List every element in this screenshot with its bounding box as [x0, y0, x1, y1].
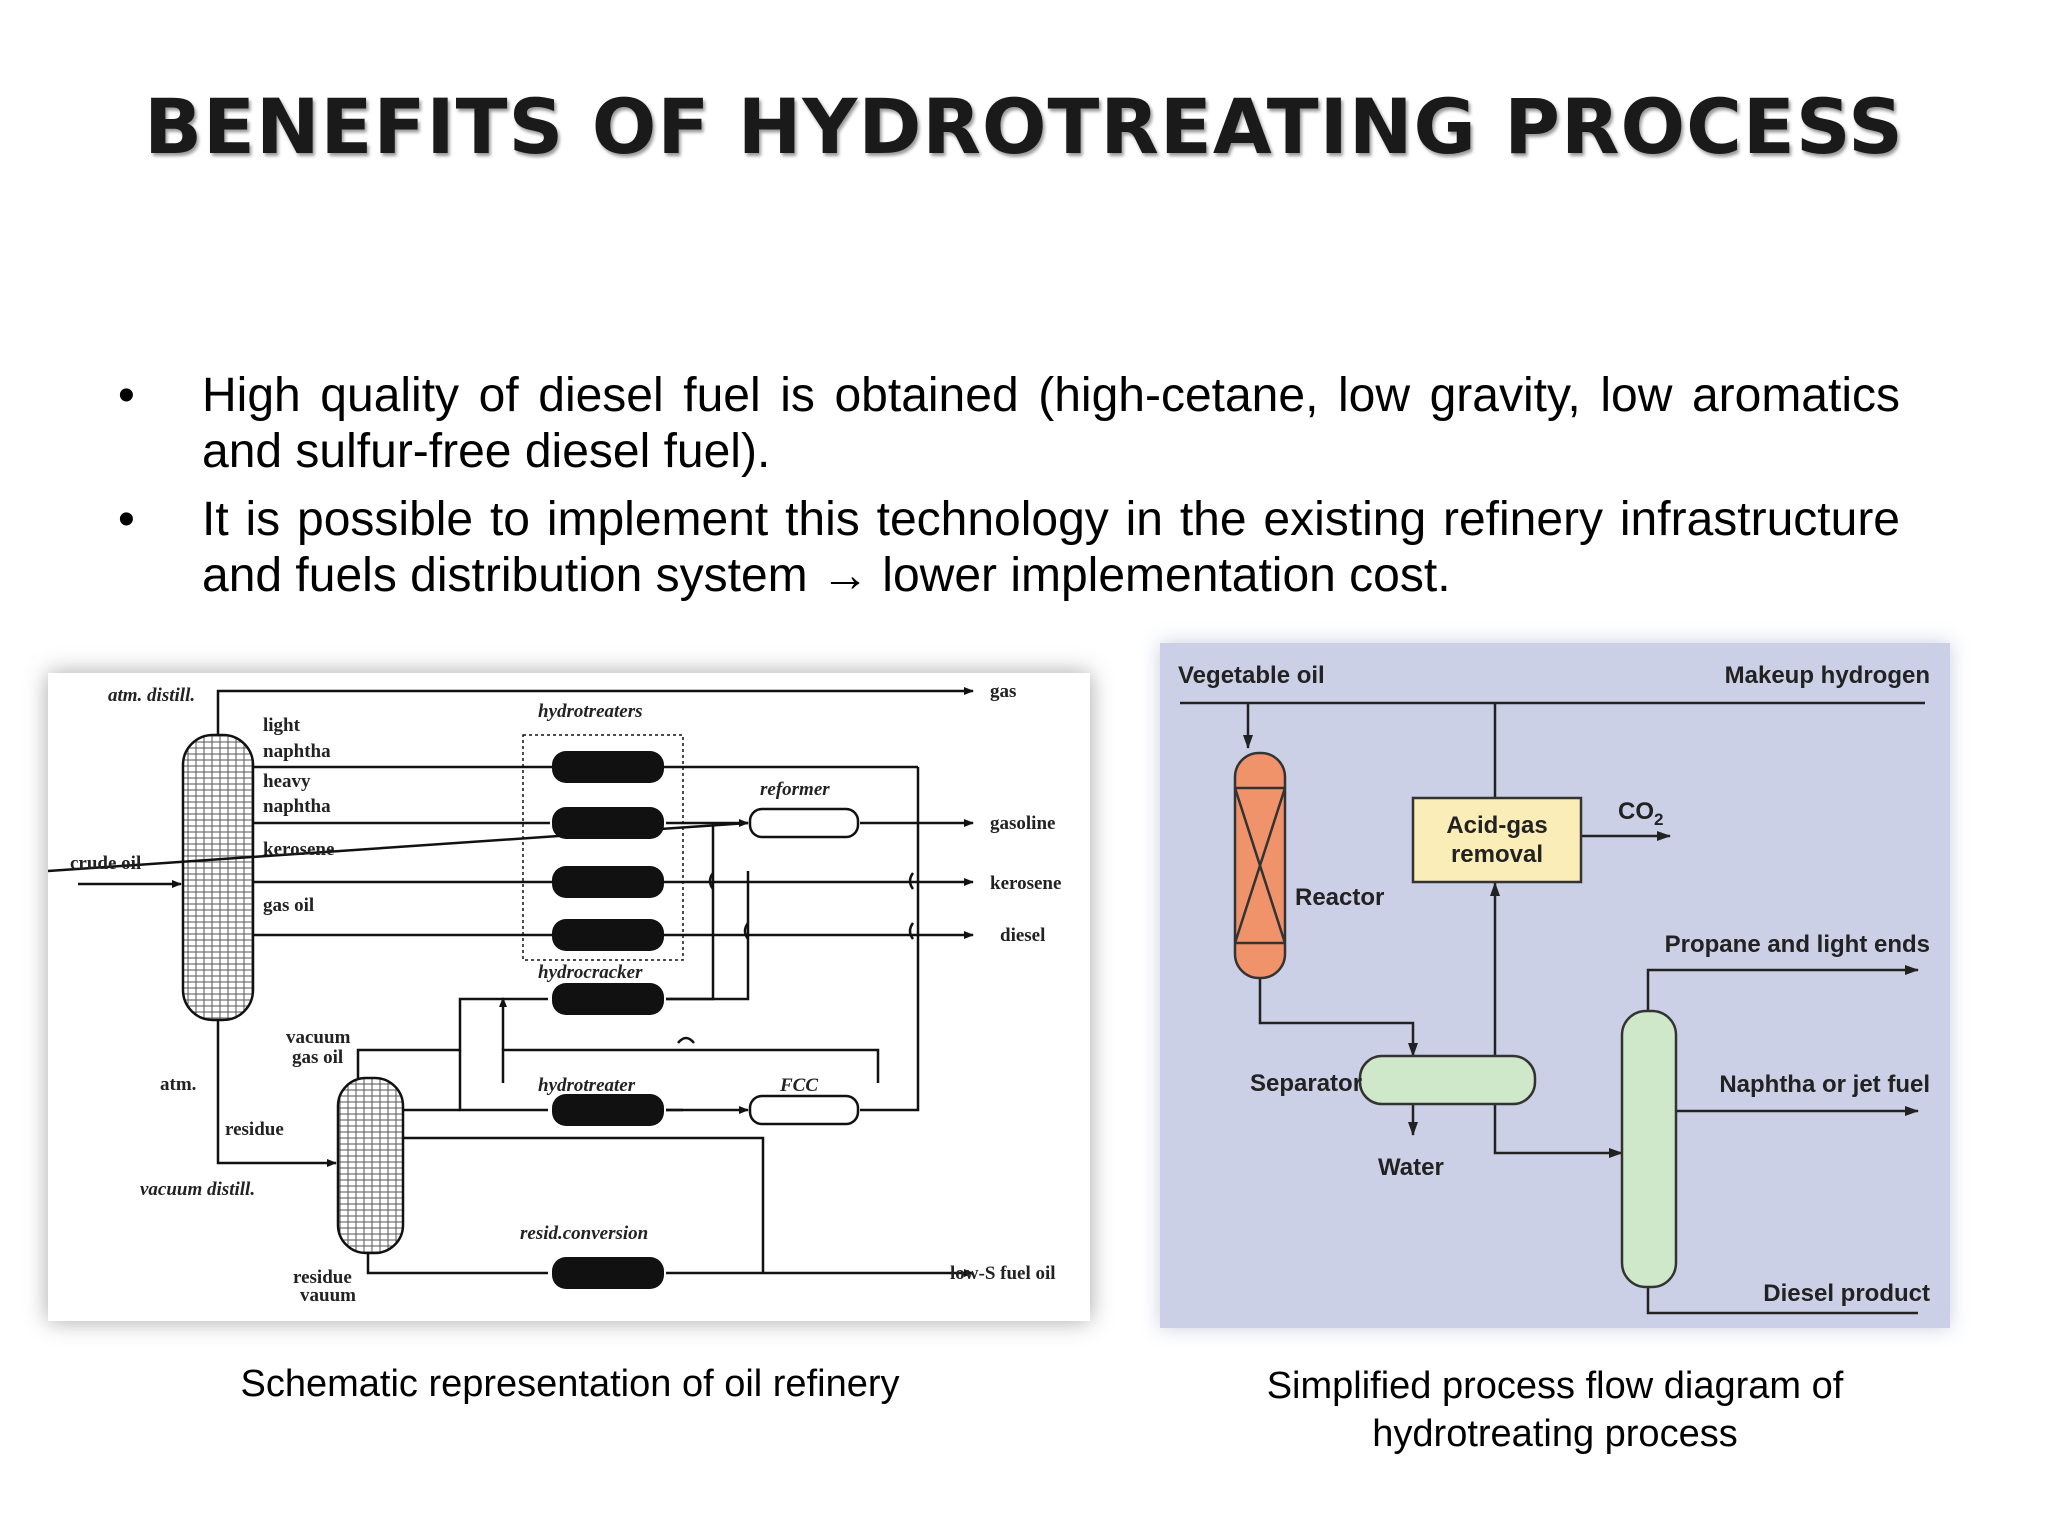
separator-vessel: [1358, 1054, 1537, 1106]
bullet-dot: •: [118, 369, 135, 422]
label-heavy: heavy: [263, 771, 311, 792]
label-diesel-product: Diesel product: [1763, 1280, 1930, 1307]
bullet-list: • High quality of diesel fuel is obtained…: [118, 368, 1900, 616]
label-diesel: diesel: [1000, 925, 1045, 946]
resid-conversion-reactor: [552, 1257, 664, 1289]
label-naphtha-1: naphtha: [263, 741, 331, 762]
label-atm-distill: atm. distill.: [108, 685, 195, 706]
label-crude-oil: crude oil: [70, 853, 141, 874]
label-fcc: FCC: [779, 1075, 818, 1096]
label-low-s-fuel-oil: low-S fuel oil: [950, 1263, 1056, 1284]
label-reformer: reformer: [760, 779, 830, 800]
label-residue-vacuum-1: residue: [293, 1267, 352, 1288]
refinery-schematic-panel: atm. distill. crude oil light naphtha he…: [47, 673, 1090, 1321]
label-vacuum-gas-oil: gas oil: [292, 1047, 343, 1068]
hydrotreater-reactor-3: [552, 866, 664, 898]
label-residue-vacuum-2: vauum: [300, 1285, 356, 1306]
label-gas: gas: [990, 681, 1016, 702]
label-hydrotreaters: hydrotreaters: [538, 701, 643, 722]
bullet-text: High quality of diesel fuel is obtained …: [202, 369, 1900, 478]
label-acid-gas-1: Acid-gas: [1446, 812, 1547, 839]
refinery-schematic: atm. distill. crude oil light naphtha he…: [47, 681, 1061, 1306]
label-hydrocracker: hydrocracker: [538, 962, 643, 983]
bullet-item: • High quality of diesel fuel is obtained…: [118, 368, 1900, 480]
hydrotreater-reactor-4: [552, 919, 664, 951]
process-flow-panel: Vegetable oil Makeup hydrogen Acid-gas r…: [1160, 643, 1950, 1328]
label-vegetable-oil: Vegetable oil: [1178, 662, 1325, 689]
label-makeup-hydrogen: Makeup hydrogen: [1725, 662, 1930, 689]
fcc-unit: [748, 1094, 860, 1126]
label-separator: Separator: [1250, 1070, 1362, 1097]
process-flow-diagram: Vegetable oil Makeup hydrogen Acid-gas r…: [1178, 662, 1930, 1315]
process-flow-caption: Simplified process flow diagram of hydro…: [1160, 1362, 1950, 1458]
atmospheric-column: [181, 733, 255, 1022]
label-vacuum-distill: vacuum distill.: [140, 1179, 255, 1200]
label-atm: atm.: [160, 1074, 196, 1095]
label-hydrotreater: hydrotreater: [538, 1075, 636, 1096]
label-resid-conversion: resid.conversion: [520, 1223, 648, 1244]
label-kerosene-in: kerosene: [263, 839, 334, 860]
bullet-text: It is possible to implement this technol…: [202, 493, 1900, 602]
label-kerosene-out: kerosene: [990, 873, 1061, 894]
label-vacuum: vacuum: [286, 1027, 351, 1048]
acid-gas-removal-box: [1411, 796, 1583, 884]
process-flow-caption-line-1: Simplified process flow diagram of: [1266, 1365, 1844, 1407]
vacuum-column: [336, 1076, 405, 1255]
reformer-unit: [748, 807, 860, 839]
hydrocracker-reactor: [552, 983, 664, 1015]
label-co2: CO2: [1618, 798, 1663, 829]
slide-title: BENEFITS OF HYDROTREATING PROCESS: [144, 82, 1904, 171]
refinery-caption: Schematic representation of oil refinery: [240, 1363, 900, 1405]
distillation-column: [1620, 1009, 1678, 1289]
label-acid-gas-2: removal: [1451, 841, 1543, 868]
label-residue: residue: [225, 1119, 284, 1140]
bullet-item: • It is possible to implement this techno…: [118, 492, 1900, 604]
label-naphtha-2: naphtha: [263, 796, 331, 817]
label-reactor: Reactor: [1295, 884, 1384, 911]
label-light: light: [263, 715, 301, 736]
hydrotreater-reactor-5: [552, 1094, 664, 1126]
label-naphtha-jet-fuel: Naphtha or jet fuel: [1719, 1071, 1930, 1098]
label-water: Water: [1378, 1154, 1444, 1181]
label-propane-light-ends: Propane and light ends: [1665, 931, 1930, 958]
process-flow-caption-line-2: hydrotreating process: [1372, 1413, 1738, 1455]
bullet-dot: •: [118, 493, 135, 546]
label-gas-oil: gas oil: [263, 895, 314, 916]
label-gasoline: gasoline: [990, 813, 1055, 834]
hydrotreater-reactor-2: [552, 807, 664, 839]
hydrotreater-reactor-1: [552, 751, 664, 783]
